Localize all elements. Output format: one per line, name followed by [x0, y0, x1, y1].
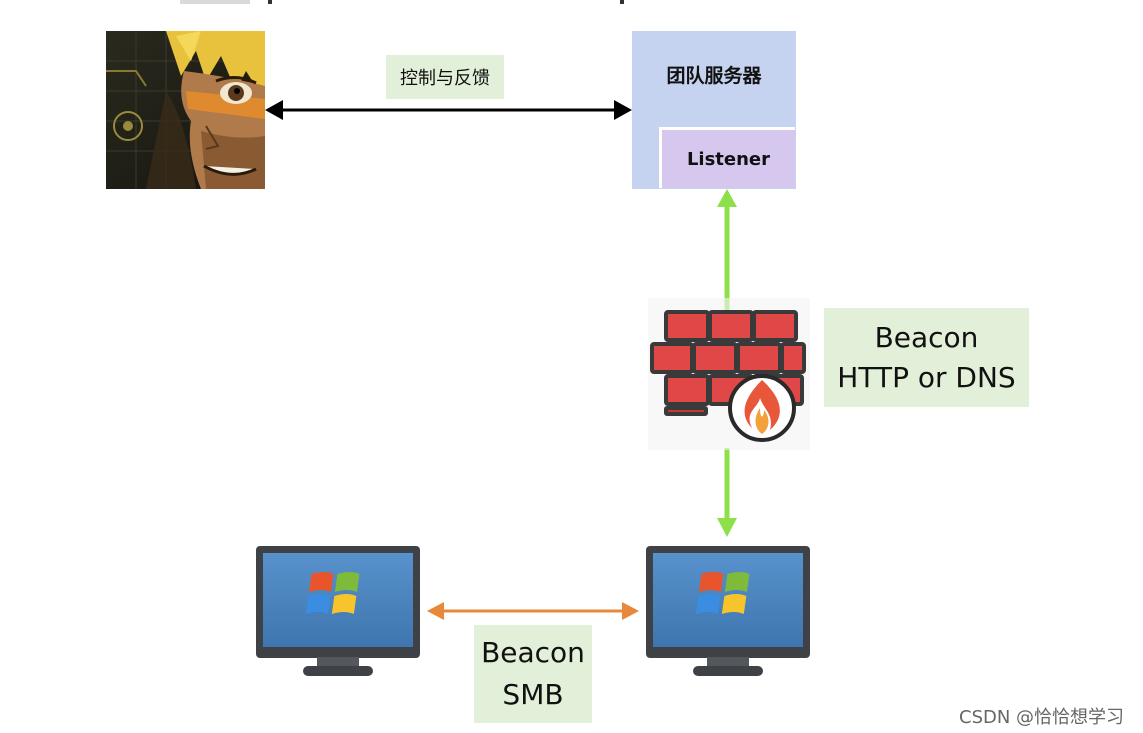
firewall-icon	[648, 298, 810, 450]
team-server-title: 团队服务器	[666, 65, 762, 87]
windows-host-left-icon	[255, 545, 421, 680]
smb-arrow	[427, 602, 639, 620]
beacon-http-line2: HTTP or DNS	[837, 360, 1016, 394]
control-feedback-text: 控制与反馈	[400, 68, 490, 89]
beacon-http-line1: Beacon	[874, 320, 979, 354]
attacker-avatar-image	[106, 31, 265, 189]
listener-label: Listener	[686, 148, 771, 170]
beacon-smb-line2: SMB	[502, 678, 564, 711]
beacon-smb-label: Beacon SMB	[474, 625, 592, 723]
beacon-http-dns-label: Beacon HTTP or DNS	[824, 308, 1029, 407]
listener-box: Listener	[659, 127, 795, 188]
control-feedback-arrow	[265, 100, 632, 120]
control-feedback-label: 控制与反馈	[386, 55, 504, 99]
http-dns-arrow-bottom	[717, 448, 737, 537]
beacon-smb-line1: Beacon	[481, 636, 585, 669]
csdn-watermark: CSDN @恰恰想学习	[959, 707, 1125, 728]
windows-host-right-icon	[645, 545, 811, 680]
top-cropped-strip	[180, 0, 650, 4]
http-dns-arrow-top	[717, 189, 737, 310]
team-server-box: 团队服务器 Listener	[632, 31, 796, 189]
